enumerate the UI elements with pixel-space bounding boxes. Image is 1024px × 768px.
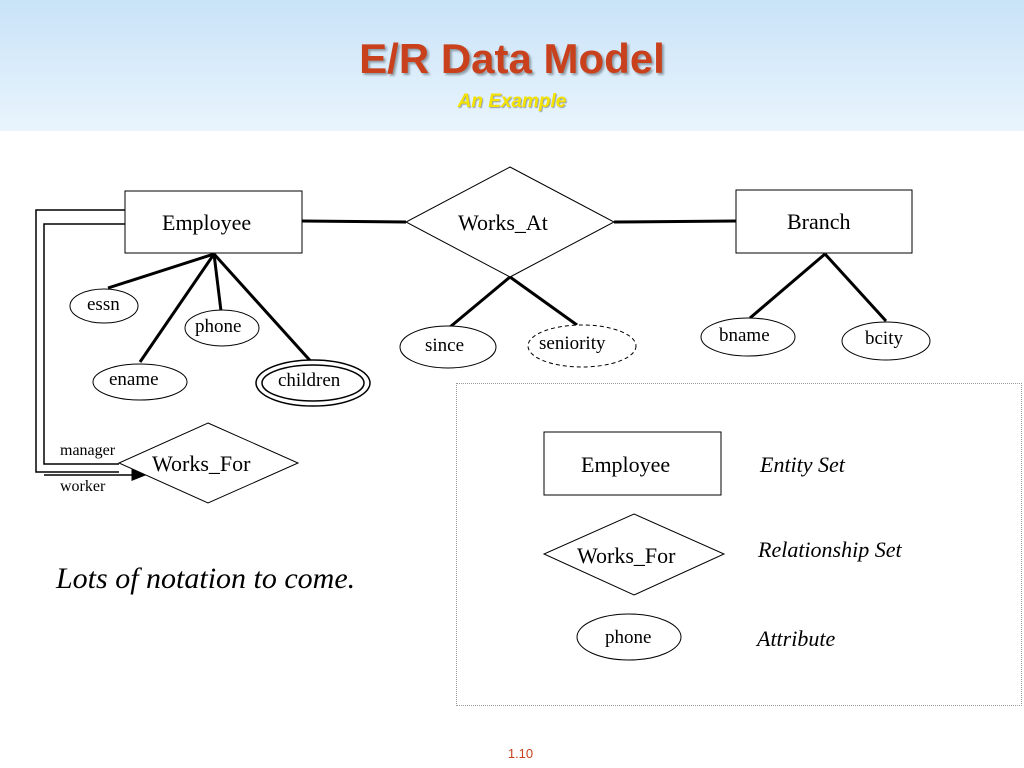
phone-attribute <box>184 309 260 347</box>
bname-label: bname <box>719 325 770 346</box>
employee-essn-line <box>107 252 215 290</box>
works-for-relationship <box>117 422 300 504</box>
notation-note: Lots of notation to come. <box>56 562 356 595</box>
works-at-relationship <box>404 166 616 278</box>
works-at-branch-line <box>613 219 737 224</box>
worker-role-line <box>43 223 126 465</box>
bname-attribute <box>700 317 796 357</box>
works-at-label: Works_At <box>458 210 548 235</box>
branch-entity-label: Branch <box>787 209 851 234</box>
slide-subtitle: An Example <box>457 91 567 112</box>
children-attribute-inner <box>261 364 365 402</box>
children-label: children <box>278 370 341 391</box>
seniority-attribute <box>527 324 637 368</box>
legend-attribute-label: phone <box>605 627 652 648</box>
legend-attribute-shape <box>576 613 682 661</box>
legend-relationship-desc: Relationship Set <box>758 537 902 562</box>
branch-bcity-line <box>823 252 888 323</box>
bcity-label: bcity <box>865 328 903 349</box>
seniority-label: seniority <box>539 333 606 354</box>
employee-entity-label: Employee <box>162 210 252 235</box>
branch-bname-line <box>749 252 826 320</box>
since-label: since <box>425 335 465 356</box>
worker-role-label: worker <box>60 478 106 495</box>
page-number: 1.10 <box>507 746 534 761</box>
phone-label: phone <box>195 316 242 337</box>
works-at-seniority-line <box>509 275 578 327</box>
legend-relationship-shape <box>542 513 726 596</box>
works-for-label: Works_For <box>152 451 251 476</box>
legend-entity-shape <box>543 431 722 496</box>
works-at-since-line <box>449 275 511 329</box>
bcity-attribute <box>841 321 931 361</box>
ename-label: ename <box>109 369 159 390</box>
legend-entity-label: Employee <box>581 452 671 477</box>
since-attribute <box>399 325 497 369</box>
legend-attribute-desc: Attribute <box>757 626 836 651</box>
manager-role-label: manager <box>60 442 116 459</box>
slide-header <box>0 0 1024 131</box>
slide-title: E/R Data Model <box>359 35 665 82</box>
employee-entity <box>124 190 303 254</box>
employee-children-line <box>212 252 317 368</box>
legend-panel <box>456 383 1022 706</box>
branch-entity <box>735 189 913 254</box>
legend-entity-desc: Entity Set <box>760 452 845 477</box>
ename-attribute <box>92 363 188 401</box>
essn-attribute <box>69 288 139 324</box>
employee-ename-line <box>138 253 216 363</box>
employee-phone-line <box>212 253 223 312</box>
manager-role-line <box>35 209 126 473</box>
legend-relationship-label: Works_For <box>577 543 676 568</box>
employee-works-at-line <box>301 219 407 224</box>
essn-label: essn <box>87 294 120 315</box>
